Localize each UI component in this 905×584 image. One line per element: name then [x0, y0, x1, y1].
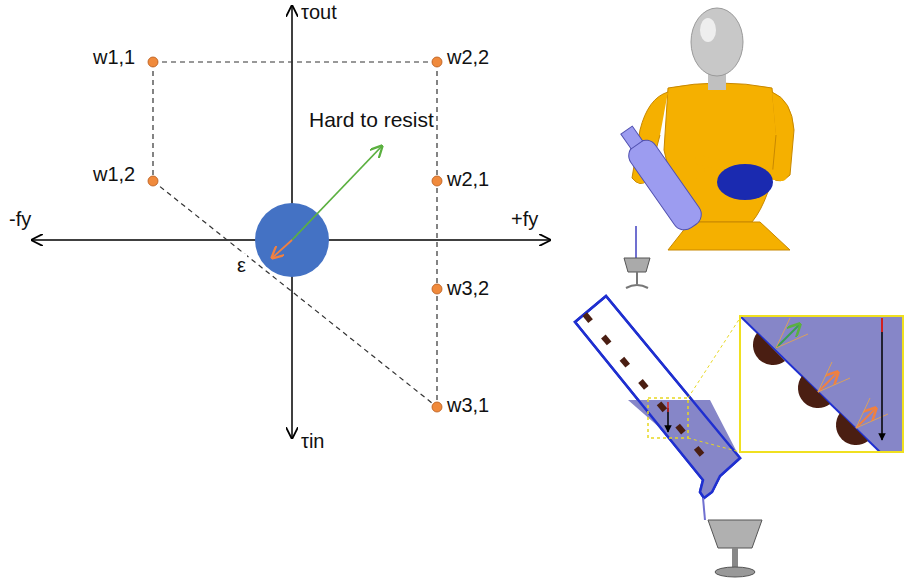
wrench-plot [32, 6, 550, 438]
axis-label: +fy [510, 208, 539, 230]
contact-inset [740, 316, 903, 452]
hard-direction-arrow [292, 146, 382, 240]
robot-figure [614, 8, 794, 288]
point-label: w3,1 [446, 394, 490, 416]
axis-label: τout [300, 1, 338, 23]
point-label: w2,2 [446, 46, 490, 68]
axis-label: τin [300, 430, 325, 452]
point-label: w1,2 [92, 163, 136, 185]
bottle-section [575, 296, 762, 577]
contact-bumps [582, 312, 704, 456]
point-label: w2,1 [446, 168, 490, 190]
hull-lines [153, 62, 437, 407]
epsilon-arrow [272, 240, 292, 258]
annotation-label: Hard to resist [308, 108, 435, 131]
point-label: w1,1 [92, 46, 136, 68]
wrench-points [148, 57, 442, 412]
axis-label: -fy [8, 208, 32, 230]
annotation-label: ε [236, 254, 247, 276]
point-label: w3,2 [446, 277, 490, 299]
